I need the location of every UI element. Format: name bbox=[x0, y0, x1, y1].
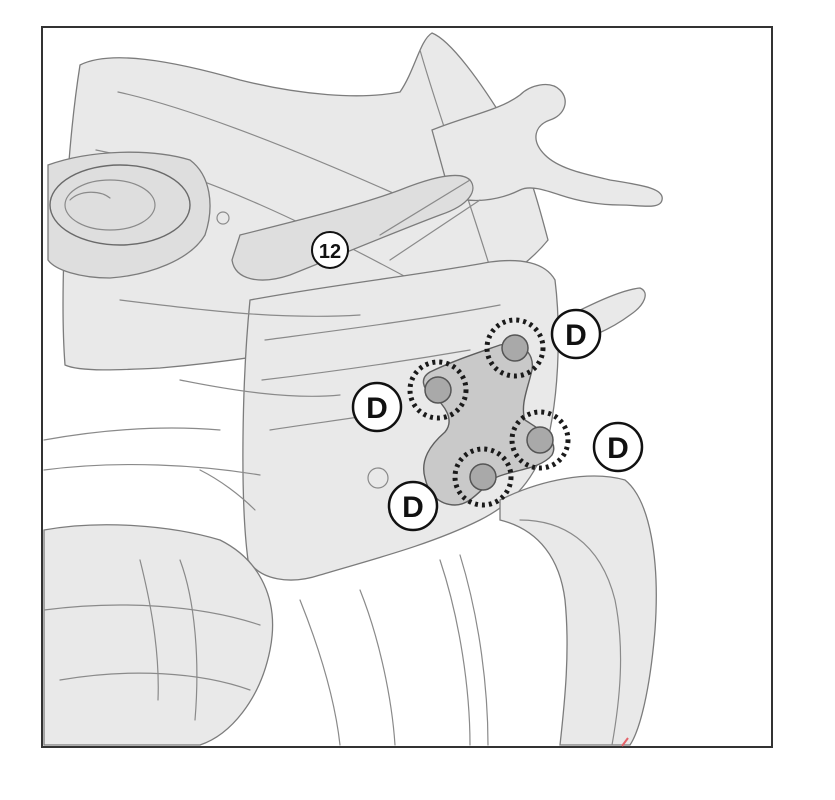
accent-mark bbox=[621, 737, 629, 747]
screw-group bbox=[407, 317, 571, 508]
screw-callout-bottom: D bbox=[387, 480, 439, 532]
screw-bottom bbox=[452, 446, 514, 508]
instrument-pod bbox=[47, 151, 211, 279]
side-fairing bbox=[43, 524, 274, 746]
screw-label: D bbox=[366, 392, 388, 425]
part-number-label: 12 bbox=[319, 241, 341, 263]
part-callout-12: 12 bbox=[311, 231, 349, 269]
screw-callout-left: D bbox=[351, 381, 403, 433]
motorcycle-front-sketch bbox=[43, 32, 663, 746]
screw-label: D bbox=[607, 432, 629, 465]
fork-leg bbox=[499, 475, 657, 746]
screw-callout-right: D bbox=[592, 421, 644, 473]
screw-callout-top: D bbox=[550, 308, 602, 360]
screw-label: D bbox=[565, 319, 587, 352]
screw-right bbox=[509, 409, 571, 471]
bracket-tube bbox=[231, 174, 474, 281]
mirror-arm bbox=[431, 83, 663, 207]
screw-top bbox=[484, 317, 546, 379]
screw-label: D bbox=[402, 491, 424, 524]
screw-left bbox=[407, 359, 469, 421]
